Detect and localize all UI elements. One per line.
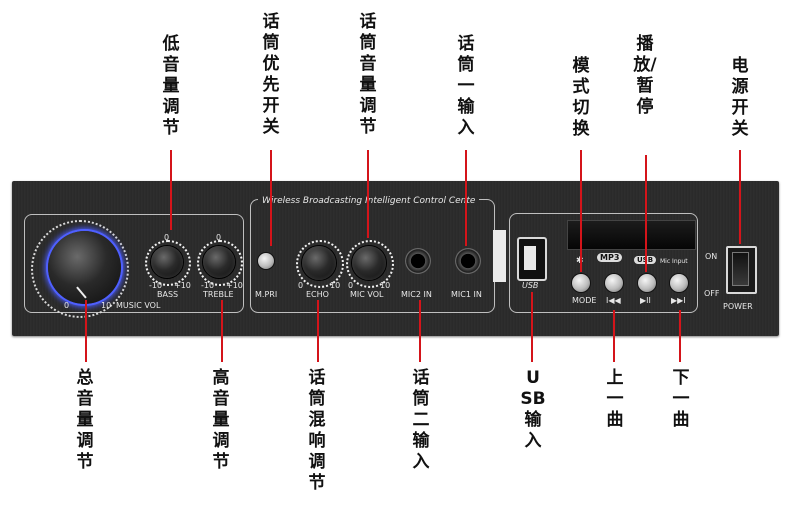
leader-play-pause (645, 155, 647, 272)
label-play-pause: 播放/暂停 (633, 34, 657, 117)
leader-mode (580, 150, 582, 272)
label-next-track: 下一曲 (672, 368, 690, 430)
label-mic1-input: 话筒一输入 (457, 34, 475, 138)
prev-button[interactable] (605, 274, 623, 292)
prev-icon: I◀◀ (606, 296, 621, 305)
next-button[interactable] (670, 274, 688, 292)
label-mode: 模式切换 (572, 56, 590, 139)
power-switch[interactable] (726, 246, 757, 294)
mic2-label: MIC2 IN (401, 290, 432, 299)
label-usb-input: USB输入 (520, 368, 546, 451)
music-vol-ring (31, 220, 129, 318)
bass-max: +10 (174, 281, 191, 290)
leader-mic2-input (419, 300, 421, 362)
leader-mic-priority (270, 150, 272, 246)
mic-input-badge: Mic Input (660, 258, 688, 265)
display-window (493, 230, 506, 282)
on-label: ON (705, 252, 718, 261)
label-prev-track: 上一曲 (606, 368, 624, 430)
mic-vol-label: MIC VOL (350, 290, 384, 299)
leader-treble (221, 300, 223, 362)
mode-label: MODE (572, 296, 597, 305)
bass-label: BASS (157, 290, 179, 299)
bass-zero: 0 (164, 233, 170, 242)
music-vol-indicator (75, 286, 86, 299)
treble-min: -10 (201, 281, 215, 290)
leader-mic-volume (367, 150, 369, 238)
player-section-box (509, 213, 698, 313)
mpri-label: M.PRI (255, 290, 278, 299)
leader-usb-input (531, 292, 533, 362)
label-echo: 话筒混响调节 (308, 368, 326, 493)
mic-vol-knob[interactable] (352, 246, 386, 280)
echo-min: 0 (298, 281, 304, 290)
play-pause-icon: ▶II (640, 296, 651, 305)
mic-priority-button[interactable] (258, 253, 274, 269)
leader-bass (170, 150, 172, 230)
music-section-box (24, 214, 244, 313)
lcd-display (567, 220, 696, 250)
music-vol-label: MUSIC VOL (116, 301, 161, 310)
mic-vol-min: 0 (348, 281, 354, 290)
music-vol-min: 0 (64, 301, 70, 310)
label-mic-priority: 话筒优先开关 (262, 12, 280, 137)
bass-knob[interactable] (151, 246, 183, 278)
leader-next-track (679, 310, 681, 362)
usb-port[interactable] (517, 237, 547, 281)
off-label: OFF (704, 289, 720, 298)
treble-label: TREBLE (203, 290, 234, 299)
bass-ring (145, 240, 191, 286)
leader-master-volume (85, 300, 87, 362)
power-label: POWER (723, 302, 753, 311)
mode-button[interactable] (572, 274, 590, 292)
leader-prev-track (613, 310, 615, 362)
label-mic2-input: 话筒二输入 (412, 368, 430, 472)
treble-zero: 0 (216, 233, 222, 242)
label-mic-volume: 话筒音量调节 (359, 12, 377, 137)
next-icon: ▶▶I (671, 296, 686, 305)
echo-max: 10 (330, 281, 341, 290)
leader-mic1-input (465, 150, 467, 246)
music-vol-max: 10 (101, 301, 112, 310)
mp3-badge: MP3 (597, 253, 623, 262)
treble-ring (197, 240, 243, 286)
mic1-label: MIC1 IN (451, 290, 482, 299)
label-power: 电源开关 (731, 56, 749, 139)
leader-echo (317, 300, 319, 362)
echo-ring (296, 240, 344, 288)
mic1-jack[interactable] (455, 248, 481, 274)
label-treble: 高音量调节 (212, 368, 230, 472)
label-master-volume: 总音量调节 (76, 368, 94, 472)
label-bass: 低音量调节 (162, 34, 180, 138)
echo-knob[interactable] (302, 246, 336, 280)
leader-power (739, 150, 741, 244)
treble-knob[interactable] (203, 246, 235, 278)
bass-min: -10 (149, 281, 163, 290)
mic-vol-ring (346, 240, 394, 288)
mic-vol-max: 10 (380, 281, 391, 290)
play-pause-button[interactable] (638, 274, 656, 292)
echo-label: ECHO (306, 290, 329, 299)
usb-label: USB (522, 281, 539, 290)
bluetooth-icon: ✱ (576, 256, 584, 266)
treble-max: +10 (226, 281, 243, 290)
mic2-jack[interactable] (405, 248, 431, 274)
music-vol-knob[interactable] (48, 231, 121, 304)
